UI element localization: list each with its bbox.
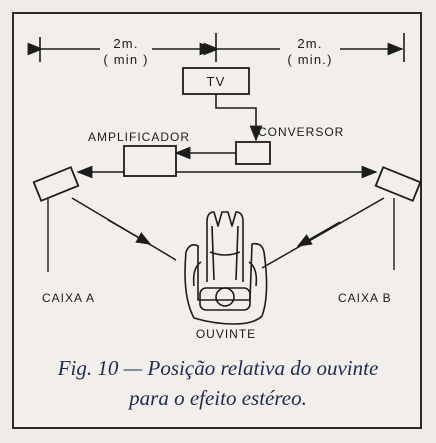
tv-to-converter-wire xyxy=(215,94,263,142)
speaker-b-label: CAIXA B xyxy=(338,291,392,305)
sound-arrow-b xyxy=(296,221,341,247)
amplifier-label: AMPLIFICADOR xyxy=(88,130,190,144)
sound-arrow-a xyxy=(107,219,152,245)
converter-box xyxy=(235,141,271,165)
amplifier-box xyxy=(123,145,177,177)
dim-right-value: 2m. xyxy=(297,36,322,51)
listener-armchair-icon xyxy=(184,211,268,325)
dim-left-note: ( min ) xyxy=(103,52,148,67)
dim-right-note: ( min.) xyxy=(287,52,332,67)
dimension-lines xyxy=(27,33,405,62)
caption-line-1: Fig. 10 — Posição relativa do ouvinte xyxy=(57,356,379,380)
dim-left-value: 2m. xyxy=(113,36,138,51)
listener-label: OUVINTE xyxy=(196,327,256,341)
speaker-a-icon xyxy=(32,166,80,202)
speaker-a-label: CAIXA A xyxy=(42,291,95,305)
sound-path-b xyxy=(261,197,385,269)
caption-line-2: para o efeito estéreo. xyxy=(129,386,307,410)
speaker-b-icon xyxy=(374,166,422,202)
converter-label: CONVERSOR xyxy=(258,125,344,139)
tv-label: TV xyxy=(206,74,225,89)
